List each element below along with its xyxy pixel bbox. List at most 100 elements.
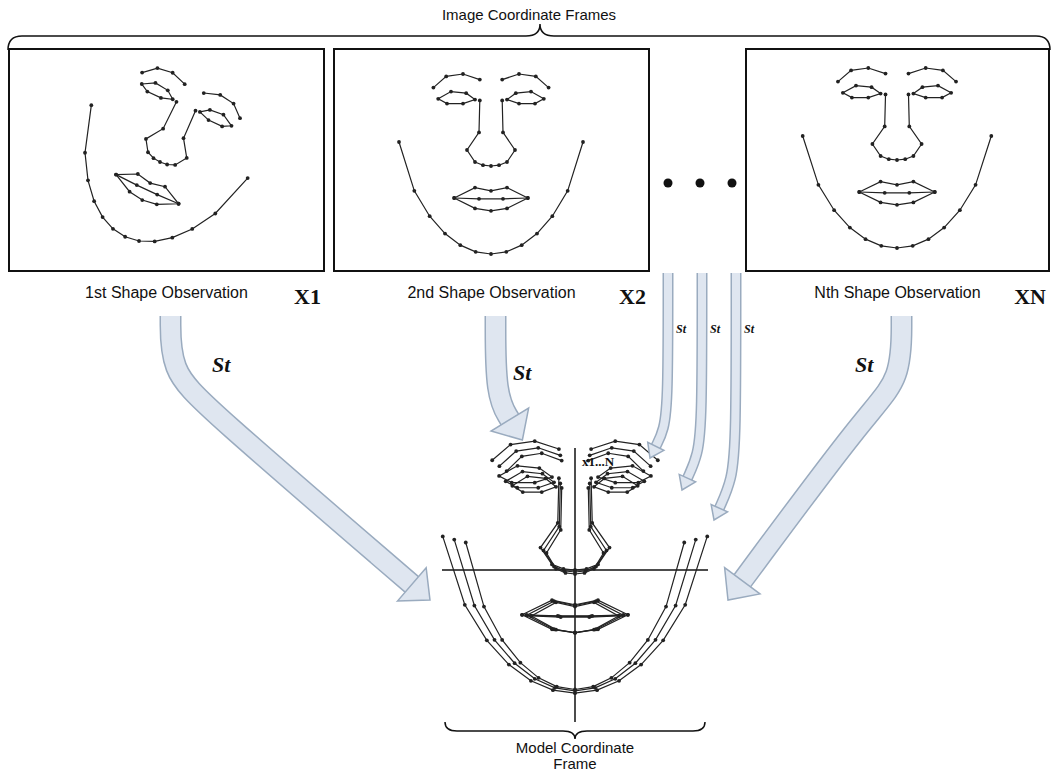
face-outline bbox=[859, 191, 934, 193]
landmark-dot bbox=[175, 100, 179, 104]
face-outline bbox=[438, 92, 475, 104]
landmark-dot bbox=[517, 102, 521, 106]
landmark-dot bbox=[171, 71, 175, 75]
landmark-dot bbox=[542, 97, 546, 101]
landmark-dot bbox=[478, 78, 482, 82]
model-axis-vertical bbox=[574, 448, 576, 722]
landmark-dot bbox=[848, 226, 852, 230]
landmark-dot bbox=[592, 485, 596, 489]
arrow-shaft-outline bbox=[496, 316, 510, 420]
face-outline bbox=[544, 483, 607, 572]
landmark-dot bbox=[638, 443, 642, 447]
landmark-dot bbox=[166, 88, 170, 92]
image-frame: X11st Shape Observation bbox=[8, 48, 333, 316]
landmark-dot bbox=[101, 215, 105, 219]
landmark-dot bbox=[646, 638, 650, 642]
landmark-dot bbox=[610, 676, 614, 680]
landmark-dot bbox=[513, 148, 517, 152]
small-arrows bbox=[648, 273, 736, 520]
landmark-dot bbox=[518, 661, 522, 665]
landmark-dot bbox=[883, 191, 887, 195]
landmark-dot bbox=[552, 480, 556, 484]
face-outline bbox=[454, 540, 696, 691]
landmark-dot bbox=[540, 451, 544, 455]
arrow-shaft bbox=[687, 273, 702, 478]
landmark-dot bbox=[159, 96, 163, 100]
landmark-dot bbox=[514, 449, 518, 453]
landmark-dot bbox=[610, 446, 614, 450]
landmark-dot bbox=[849, 69, 853, 73]
landmark-dot bbox=[632, 449, 636, 453]
transform-arrow bbox=[725, 316, 902, 600]
arrow-shaft-outline bbox=[656, 273, 668, 446]
landmark-dot bbox=[870, 85, 874, 89]
face-outline bbox=[908, 68, 956, 82]
landmark-dot bbox=[606, 472, 610, 476]
landmark-dot bbox=[540, 490, 544, 494]
arrow-shaft-outline bbox=[742, 316, 901, 581]
landmark-dot bbox=[595, 688, 599, 692]
landmark-dot bbox=[907, 93, 911, 97]
landmark-dot bbox=[927, 237, 931, 241]
landmark-dot bbox=[533, 439, 537, 443]
landmark-dot bbox=[550, 563, 554, 567]
landmark-dot bbox=[153, 239, 157, 243]
landmark-dot bbox=[801, 134, 805, 138]
landmark-dot bbox=[557, 525, 561, 529]
landmark-dot bbox=[165, 163, 169, 167]
face-outline bbox=[502, 74, 548, 88]
landmark-dot bbox=[163, 185, 167, 189]
landmark-dot bbox=[482, 605, 486, 609]
landmark-dot bbox=[520, 613, 524, 617]
landmark-dot bbox=[202, 91, 206, 95]
landmark-dot bbox=[633, 661, 637, 665]
landmark-dot bbox=[526, 474, 530, 478]
frame-border bbox=[8, 48, 325, 272]
arrow-head bbox=[491, 408, 529, 440]
landmark-dot bbox=[912, 201, 916, 205]
frame-symbol: X1 bbox=[294, 284, 321, 310]
arrow-shaft bbox=[656, 273, 668, 446]
landmark-dot bbox=[146, 150, 150, 154]
landmark-dot bbox=[520, 243, 524, 247]
frame-symbol: XN bbox=[1014, 284, 1046, 310]
landmark-dot bbox=[135, 183, 139, 187]
face-outline bbox=[507, 453, 562, 471]
landmark-dot bbox=[596, 475, 600, 479]
face-sketch bbox=[464, 451, 686, 691]
landmark-dot bbox=[473, 160, 477, 164]
landmark-dot bbox=[477, 131, 481, 135]
landmark-dot bbox=[452, 538, 456, 542]
landmark-dot bbox=[170, 236, 174, 240]
landmark-dot bbox=[537, 466, 541, 470]
landmark-dot bbox=[596, 627, 600, 631]
frame-caption: Nth Shape Observation bbox=[745, 284, 1050, 302]
landmark-dot bbox=[222, 113, 226, 117]
landmark-dot bbox=[589, 447, 593, 451]
landmark-dot bbox=[562, 567, 566, 571]
landmark-dot bbox=[474, 250, 478, 254]
landmark-dot bbox=[921, 85, 925, 89]
landmark-dot bbox=[912, 92, 916, 96]
landmark-dot bbox=[533, 102, 537, 106]
landmark-dot bbox=[639, 663, 643, 667]
landmark-dot bbox=[649, 464, 653, 468]
frame-border bbox=[333, 48, 650, 272]
landmark-dot bbox=[557, 447, 561, 451]
face-outline bbox=[499, 466, 552, 483]
face-sketch bbox=[441, 439, 709, 695]
face-outline bbox=[492, 441, 559, 460]
landmark-dot bbox=[573, 631, 577, 635]
landmark-dot bbox=[140, 71, 144, 75]
landmark-dot bbox=[497, 163, 501, 167]
landmark-dot bbox=[516, 464, 520, 468]
landmark-dot bbox=[473, 207, 477, 211]
frame-caption: 2nd Shape Observation bbox=[333, 284, 650, 302]
landmark-dot bbox=[550, 598, 554, 602]
landmark-dot bbox=[617, 679, 621, 683]
face-outline bbox=[467, 100, 515, 166]
face-outline bbox=[454, 197, 528, 199]
landmark-dot bbox=[481, 163, 485, 167]
